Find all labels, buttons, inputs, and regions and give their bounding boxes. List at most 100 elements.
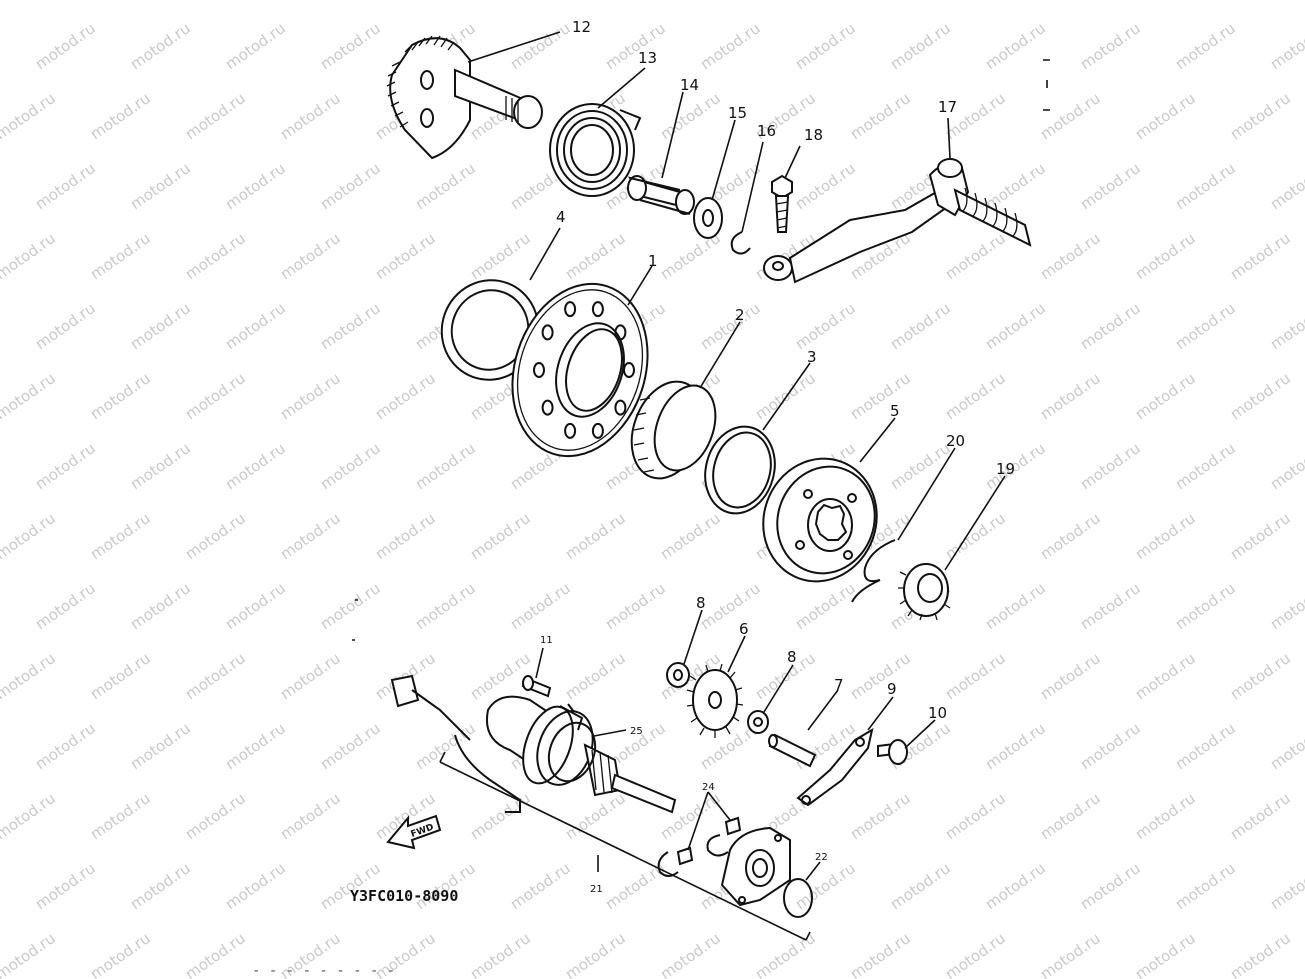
watermark-text: motod.ru [1132,929,1199,979]
part-16-circlip [730,231,751,255]
watermark-text: motod.ru [942,649,1009,703]
watermark-text: motod.ru [222,859,289,913]
watermark-text: motod.ru [942,509,1009,563]
part-10-screw [877,739,908,765]
part-1-ring-gear [511,282,649,458]
watermark-text: motod.ru [982,859,1049,913]
watermark-text: motod.ru [697,19,764,73]
watermark-text: motod.ru [467,509,534,563]
watermark-text: motod.ru [317,579,384,633]
leader-lines [467,31,1006,881]
watermark-text: motod.ru [412,579,479,633]
watermark-text: motod.ru [602,19,669,73]
watermark-text: motod.ru [1172,859,1239,913]
watermark-text: motod.ru [182,229,249,283]
watermark-text: motod.ru [0,649,59,703]
watermark-text: motod.ru [1227,929,1294,979]
watermark-text: motod.ru [697,299,764,353]
watermark-text: motod.ru [1227,789,1294,843]
watermark-text: motod.ru [942,229,1009,283]
watermark-text: motod.ru [127,299,194,353]
watermark-text: motod.ru [657,0,724,3]
watermark-text: motod.ru [1227,649,1294,703]
watermark-text: motod.ru [697,579,764,633]
watermark-text: motod.ru [847,789,914,843]
watermark-text: motod.ru [1037,929,1104,979]
part-6-gear [686,663,744,738]
part-24-brushes [657,816,742,877]
watermark-text: motod.ru [1037,789,1104,843]
watermark-text: motod.ru [317,19,384,73]
watermark-text: motod.ru [1077,579,1144,633]
watermark-text: motod.ru [847,89,914,143]
watermark-text: motod.ru [87,0,154,3]
watermark-text: motod.ru [1172,159,1239,213]
watermark-text: motod.ru [87,229,154,283]
watermark-text: motod.ru [277,649,344,703]
part-17-kick-crank [763,158,1032,284]
watermark-text: motod.ru [1172,299,1239,353]
watermark-text: motod.ru [982,19,1049,73]
watermark-text: motod.ru [87,89,154,143]
callout-20: 20 [946,432,965,450]
watermark-text: motod.ru [277,229,344,283]
watermark-text: motod.ru [1132,89,1199,143]
watermark-text: motod.ru [1037,229,1104,283]
watermark-text: motod.ru [1077,299,1144,353]
watermark-text: motod.ru [847,0,914,3]
watermark-text: motod.ru [32,579,99,633]
watermark-text: motod.ru [792,159,859,213]
watermark-text: motod.ru [1037,89,1104,143]
watermark-text: motod.ru [982,719,1049,773]
watermark-text: motod.ru [222,19,289,73]
watermark-text: motod.ru [982,159,1049,213]
watermark-text: motod.ru [182,89,249,143]
callout-14: 14 [680,76,699,94]
watermark-text: motod.ru [1077,439,1144,493]
watermark-text: motod.ru [182,369,249,423]
watermark-text: motod.ru [0,19,4,73]
callout-16: 16 [757,122,776,140]
callout-19: 19 [996,460,1015,478]
watermark-text: motod.ru [942,0,1009,3]
watermark-text: motod.ru [1037,0,1104,3]
watermark-text: motod.ru [182,509,249,563]
watermark-text: motod.ru [562,229,629,283]
watermark-text: motod.ru [1132,509,1199,563]
watermark-text: motod.ru [1077,859,1144,913]
watermark-text: motod.ru [277,369,344,423]
watermark-text: motod.ru [32,859,99,913]
part-13-kick-spring [549,103,642,197]
watermark-text: motod.ru [87,789,154,843]
watermark-text: motod.ru [942,929,1009,979]
watermark-text: motod.ru [1267,19,1305,73]
watermark-text: motod.ru [412,439,479,493]
watermark-text: motod.ru [562,929,629,979]
watermark-text: motod.ru [1267,299,1305,353]
callout-8-upper: 8 [696,594,706,612]
watermark-text: motod.ru [467,0,534,3]
watermark-text: motod.ru [752,929,819,979]
callout-10: 10 [928,704,947,722]
watermark-text: motod.ru [87,369,154,423]
watermark-text: motod.ru [372,229,439,283]
watermark-text: motod.ru [792,579,859,633]
watermark-text: motod.ru [277,0,344,3]
watermark-text: motod.ru [222,439,289,493]
part-5-starter-clutch [762,457,878,583]
gear-hole [614,324,627,341]
gear-hole [591,422,604,439]
watermark-text: motod.ru [847,649,914,703]
part-8-washer-upper [666,662,690,688]
watermark-text: motod.ru [182,649,249,703]
watermark-text: motod.ru [1227,89,1294,143]
part-9-plate [796,727,874,807]
part-20-clip [851,539,896,603]
watermark-text: motod.ru [657,509,724,563]
footer-text: - - - - - - - - - [252,963,395,979]
callout-11: 11 [540,635,553,646]
part-18-bolt [771,174,793,233]
watermark-text: motod.ru [467,789,534,843]
